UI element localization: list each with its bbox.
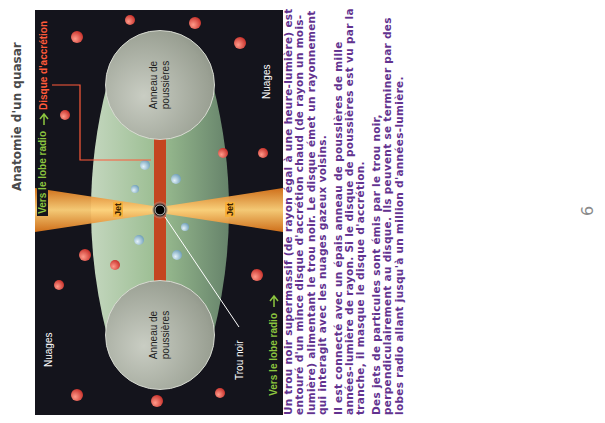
drawing-part (134, 235, 144, 245)
part-label: Disque d'accrétion (38, 21, 49, 110)
drawing-part (140, 160, 150, 170)
drawing-part (151, 395, 163, 407)
background (35, 10, 283, 415)
drawing-part (125, 15, 135, 25)
quasar-illustration: Anneau de poussièresAnneau de poussières… (35, 10, 283, 415)
dust-ring: Anneau de poussières (105, 30, 215, 140)
ring-label: Anneau de poussières (148, 296, 172, 374)
drawing-part (258, 148, 268, 158)
dust-ring: Anneau de poussières (105, 280, 215, 390)
drawing-part (171, 174, 181, 184)
black-hole (155, 205, 165, 215)
drawing-part (189, 17, 201, 29)
drawing-part (54, 280, 64, 290)
drawing-part (215, 388, 225, 398)
body-paragraph: Un trou noir supermassif (de rayon égal … (283, 8, 329, 415)
part-label: Nuages (43, 333, 54, 367)
drawing-part (110, 260, 120, 270)
gas-clouds (54, 15, 268, 407)
black-hole (151, 201, 169, 219)
diagram-title: Anatomie d'un quasar (10, 42, 24, 191)
direction-label: Vers le lobe radio (268, 311, 279, 398)
drawing-part (60, 110, 70, 120)
text-column: Un trou noir supermassif (de rayon égal … (283, 8, 409, 415)
jet-beam (160, 188, 283, 232)
part-label: Jet (225, 202, 235, 217)
part-label: Trou noir (234, 340, 245, 380)
drawing-part (251, 269, 263, 281)
direction-arrow (270, 296, 278, 307)
drawing-part (131, 185, 139, 193)
drawing-part (218, 148, 228, 158)
direction-label: Vers le lobe radio (37, 129, 48, 216)
body-paragraph: Il est connecté avec un épais anneau de … (333, 8, 367, 415)
body-paragraph: Des jets de particules sont émis par le … (371, 8, 405, 415)
drawing-part (172, 250, 182, 260)
inner-clouds (131, 160, 189, 260)
page-number: 6 (578, 206, 597, 216)
jet-beam (35, 188, 160, 232)
drawing-part (71, 389, 83, 401)
ring-label: Anneau de poussières (148, 46, 172, 124)
drawing-part (79, 249, 91, 261)
drawing-part (181, 223, 189, 231)
part-label: Jet (113, 202, 123, 217)
direction-arrow (40, 114, 48, 125)
drawing-part (71, 31, 83, 43)
drawing-part (234, 37, 246, 49)
part-label: Nuages (261, 65, 272, 99)
